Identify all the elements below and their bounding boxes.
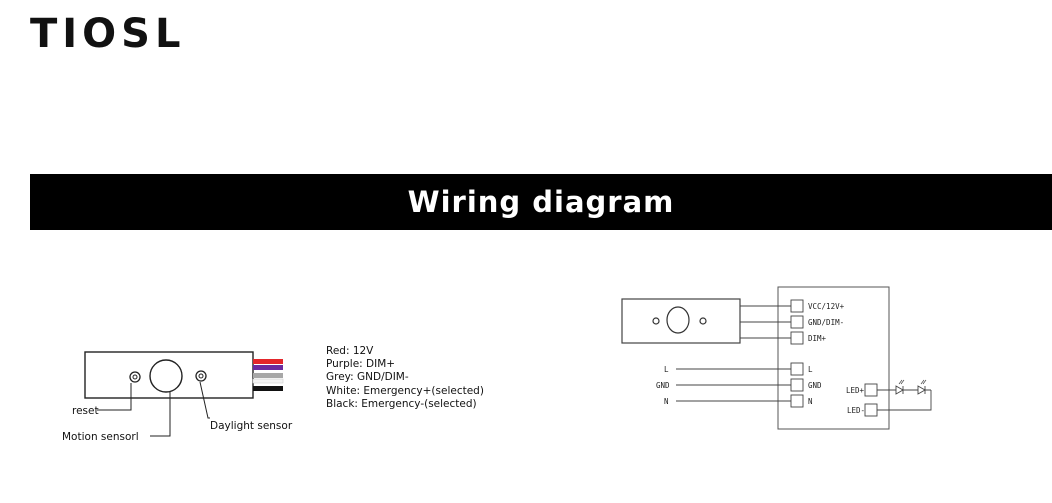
- led-minus-label: LED-: [847, 406, 865, 415]
- legend-item-purple: Purple: DIM+: [326, 358, 396, 371]
- sensor-unit-lens-icon: [666, 306, 690, 334]
- sensor-unit-left-indicator-icon: [652, 317, 660, 325]
- terminal-label-vcc: VCC/12V+: [808, 302, 845, 311]
- wire-color-legend: Red: 12V Purple: DIM+ Grey: GND/DIM- Whi…: [326, 345, 484, 411]
- reset-label: reset: [72, 405, 99, 417]
- wire-red: [253, 359, 283, 364]
- legend-item-black: Black: Emergency-(selected): [326, 397, 477, 410]
- terminal-label-gnd-dim: GND/DIM-: [808, 318, 844, 327]
- led-diode-2-icon: [917, 379, 927, 395]
- terminal-n: [790, 394, 804, 408]
- section-title: Wiring diagram: [407, 185, 675, 219]
- daylight-sensor-label: Daylight sensor: [210, 420, 293, 432]
- left-wiring-diagram: reset Motion sensorl Daylight sensor: [62, 351, 293, 443]
- led-return-wire: [877, 390, 932, 411]
- right-wiring-schematic: VCC/12V+ GND/DIM- DIM+ L GND N L GND N L…: [621, 286, 932, 430]
- led-diode-1-icon: [895, 379, 905, 395]
- input-label-gnd: GND: [656, 381, 670, 390]
- reset-leader-line: [97, 383, 132, 411]
- sensor-unit-box: [621, 298, 741, 344]
- terminal-gnd: [790, 378, 804, 392]
- brand-logo: TIOSL: [30, 11, 186, 57]
- terminal-label-l: L: [808, 365, 813, 374]
- input-label-n: N: [664, 397, 669, 406]
- wire-bundle: [252, 359, 284, 391]
- terminal-label-n: N: [808, 397, 813, 406]
- terminal-led-plus: [864, 383, 878, 397]
- section-banner: Wiring diagram: [30, 174, 1052, 230]
- daylight-sensor-icon: [195, 370, 207, 382]
- wire-grey: [253, 373, 283, 378]
- wire-purple: [253, 365, 283, 370]
- legend-item-grey: Grey: GND/DIM-: [326, 371, 409, 384]
- wire-white: [252, 378, 284, 384]
- motion-sensor-label: Motion sensorl: [62, 431, 139, 443]
- legend-item-red: Red: 12V: [326, 345, 374, 357]
- daylight-leader-line: [199, 381, 210, 419]
- input-label-l: L: [664, 365, 669, 374]
- terminal-dim-plus: [790, 331, 804, 345]
- led-plus-label: LED+: [846, 386, 865, 395]
- sensor-unit-right-indicator-icon: [699, 317, 707, 325]
- terminal-gnd-dim: [790, 315, 804, 329]
- motion-sensor-lens-icon: [149, 359, 183, 393]
- terminal-led-minus: [864, 403, 878, 417]
- legend-item-white: White: Emergency+(selected): [326, 384, 484, 397]
- motion-leader-line: [150, 392, 171, 437]
- terminal-label-dim: DIM+: [808, 334, 827, 343]
- driver-module-box: [777, 286, 890, 430]
- wire-black: [253, 386, 283, 391]
- reset-button-icon: [129, 371, 141, 383]
- terminal-l: [790, 362, 804, 376]
- terminal-vcc-12v: [790, 299, 804, 313]
- terminal-label-gnd: GND: [808, 381, 822, 390]
